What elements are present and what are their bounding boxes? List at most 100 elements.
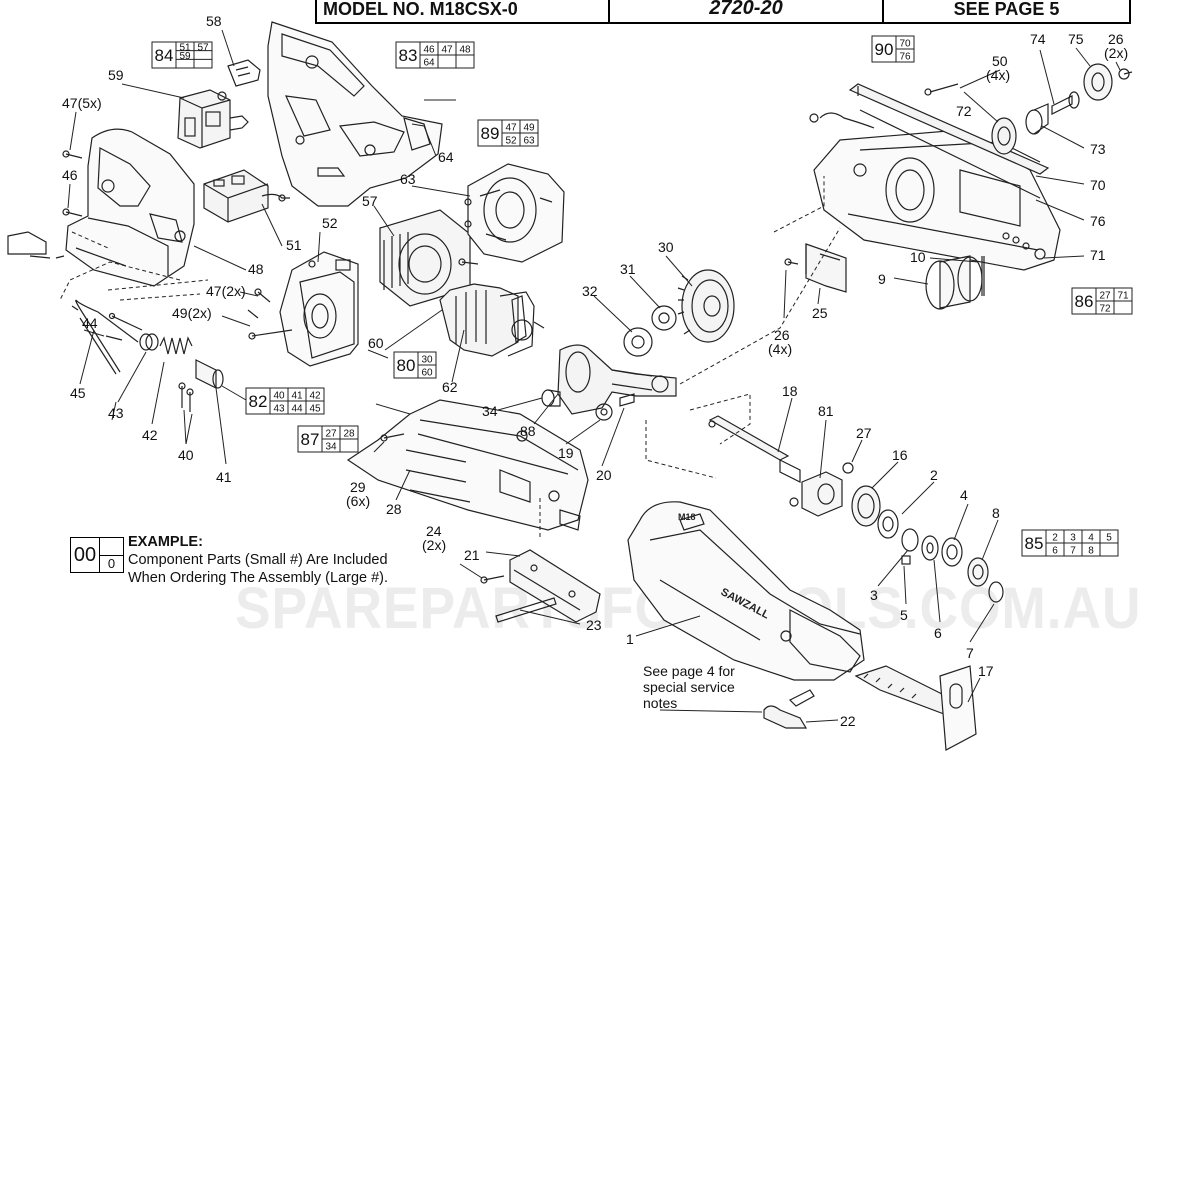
part-75-shape (1083, 63, 1113, 101)
label-27: 27 (856, 425, 872, 441)
battery-terminal-shape (7, 231, 65, 259)
label-23: 23 (586, 617, 602, 633)
label-58: 58 (206, 13, 222, 29)
part-72-shape (991, 117, 1017, 155)
assembly-box-80: 80 30 60 (393, 351, 437, 379)
part-18-shape (708, 415, 801, 483)
assembly-number-90: 90 (875, 40, 894, 59)
label-45: 45 (70, 385, 86, 401)
assembly-number-80: 80 (397, 356, 416, 375)
part-1-shape (627, 501, 865, 681)
label-3: 3 (870, 587, 878, 603)
label-57: 57 (362, 193, 378, 209)
part-17-shape (854, 665, 977, 751)
label-81: 81 (818, 403, 834, 419)
assembly-82-component: 40 (273, 391, 285, 402)
part-8-shape (967, 557, 989, 587)
assembly-89-component: 52 (505, 136, 517, 147)
example-line-2: When Ordering The Assembly (Large #). (128, 570, 389, 586)
part-73-shape (1025, 103, 1049, 135)
assembly-82-component: 44 (291, 404, 303, 415)
assembly-85-component: 6 (1052, 546, 1058, 557)
assembly-80-component: 30 (421, 355, 433, 366)
assembly-90-component: 70 (899, 39, 911, 50)
part-26-screw (784, 258, 799, 266)
assembly-87-component: 28 (343, 429, 355, 440)
assembly-box-90: 90 70 76 (871, 35, 915, 63)
assembly-90-component: 76 (899, 52, 911, 63)
assembly-80-component: 60 (421, 368, 433, 379)
assembly-85-component: 2 (1052, 533, 1058, 544)
label-26-4x-qty: (4x) (768, 341, 792, 357)
part-6-shape (921, 535, 939, 561)
part-29-screw (380, 433, 405, 442)
assembly-87-component: 34 (325, 442, 337, 453)
part-45-shape (71, 299, 139, 375)
part-52-shape (279, 251, 359, 367)
label-88: 88 (520, 423, 536, 439)
part-21-shape (509, 549, 601, 623)
label-60: 60 (368, 335, 384, 351)
label-51: 51 (286, 237, 302, 253)
part-83-shape (267, 21, 443, 207)
assembly-85-component: 8 (1088, 546, 1094, 557)
example-small-number: 0 (107, 556, 116, 572)
part-22-shape (763, 689, 815, 729)
header-table: MODEL NO. M18CSX-0 2720-20 SEE PAGE 5 (315, 0, 1131, 24)
part-9-shape (925, 255, 983, 310)
label-7: 7 (966, 645, 974, 661)
part-23-shape (495, 597, 557, 623)
label-49-2x: 49(2x) (172, 305, 212, 321)
part-20-shape (619, 393, 635, 407)
assembly-number-89: 89 (481, 124, 500, 143)
label-71: 71 (1090, 247, 1106, 263)
label-73: 73 (1090, 141, 1106, 157)
part-71-shape (813, 129, 1061, 271)
part-51-shape (203, 169, 290, 223)
label-50-4x: (4x) (986, 67, 1010, 83)
part-46-47-screws (62, 150, 83, 217)
part-2-shape (877, 509, 899, 539)
part-40-shape (178, 382, 194, 412)
assembly-number-85: 85 (1025, 534, 1044, 553)
assembly-85-component: 7 (1070, 546, 1076, 557)
label-6: 6 (934, 625, 942, 641)
assembly-82-component: 41 (291, 391, 303, 402)
label-41: 41 (216, 469, 232, 485)
assembly-82-component: 42 (309, 391, 321, 402)
label-28: 28 (386, 501, 402, 517)
part-44-shape (105, 312, 143, 341)
label-52: 52 (322, 215, 338, 231)
assembly-84-component: 51 (179, 42, 191, 53)
label-20: 20 (596, 467, 612, 483)
part-3-shape (901, 528, 919, 552)
assembly-82-component: 43 (273, 404, 285, 415)
part-10-shape (981, 256, 985, 296)
assembly-86-component: 27 (1099, 291, 1111, 302)
label-29: 29 (350, 479, 366, 495)
label-64: 64 (438, 149, 454, 165)
model-number: MODEL NO. M18CSX-0 (317, 0, 610, 22)
assembly-number-82: 82 (249, 392, 268, 411)
part-60-shape (439, 283, 545, 357)
label-43: 43 (108, 405, 124, 421)
assembly-83-component: 48 (459, 45, 471, 56)
part-7-shape (988, 581, 1004, 603)
label-1: 1 (626, 631, 634, 647)
assembly-83-component: 64 (423, 58, 435, 69)
part-labels: 58 59 47(5x) 46 51 48 52 57 63 64 60 62 … (62, 13, 1128, 729)
part-81-shape (801, 471, 843, 517)
service-note-line-2: special service (643, 679, 735, 695)
part-49-screws (247, 288, 293, 340)
label-50: 50 (992, 53, 1008, 69)
label-26-2x: (2x) (1104, 45, 1128, 61)
brand-m18-badge: M18 (678, 512, 696, 522)
part-41-shape (195, 359, 224, 389)
label-70: 70 (1090, 177, 1106, 193)
part-32-shape (623, 327, 653, 357)
